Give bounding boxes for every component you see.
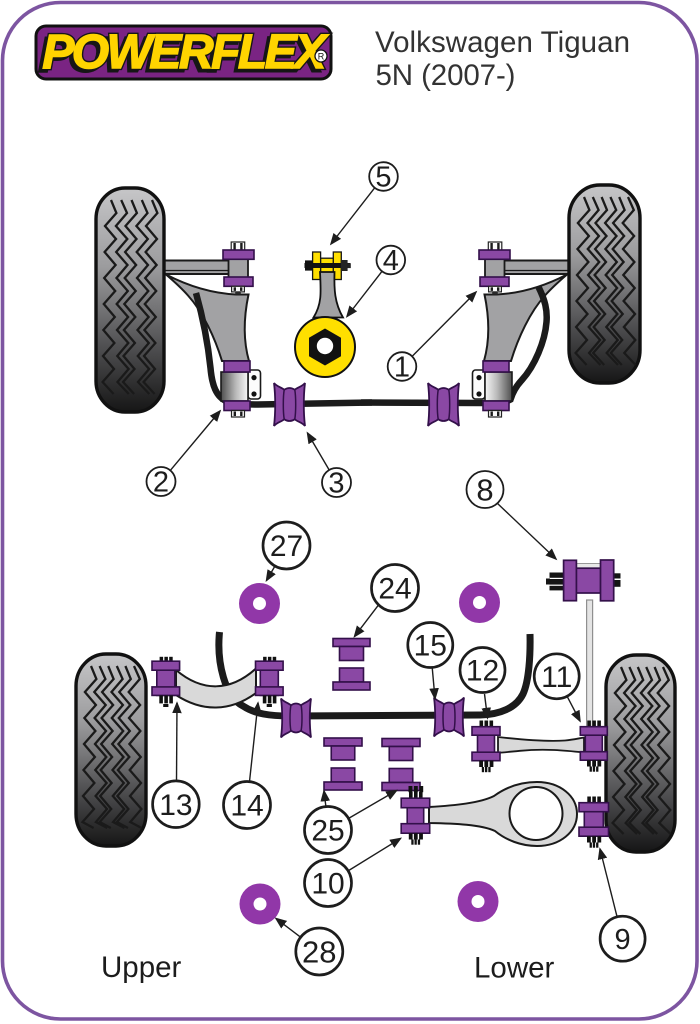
svg-text:Lower: Lower: [474, 952, 555, 985]
svg-text:27: 27: [270, 530, 303, 563]
svg-text:28: 28: [302, 934, 336, 969]
svg-text:5: 5: [375, 162, 391, 194]
svg-text:R: R: [318, 52, 325, 62]
svg-text:25: 25: [311, 815, 344, 848]
svg-text:8: 8: [476, 472, 493, 507]
svg-text:13: 13: [159, 789, 192, 822]
svg-text:12: 12: [466, 655, 499, 688]
svg-text:4: 4: [383, 245, 399, 277]
svg-text:Upper: Upper: [101, 951, 182, 984]
svg-text:9: 9: [615, 924, 631, 956]
svg-text:11: 11: [541, 661, 572, 694]
svg-text:POWERFLEX: POWERFLEX: [42, 26, 329, 79]
svg-text:3: 3: [328, 468, 344, 500]
svg-text:5N (2007-): 5N (2007-): [376, 59, 516, 92]
svg-text:1: 1: [394, 352, 410, 384]
svg-text:15: 15: [414, 630, 447, 663]
svg-text:2: 2: [153, 467, 169, 499]
svg-text:POWERFLEX: POWERFLEX: [39, 29, 326, 82]
svg-text:Volkswagen Tiguan: Volkswagen Tiguan: [375, 26, 630, 59]
svg-text:POWERFLEX: POWERFLEX: [42, 26, 329, 79]
svg-text:14: 14: [230, 790, 263, 823]
svg-text:10: 10: [311, 868, 344, 901]
svg-text:24: 24: [378, 573, 411, 606]
